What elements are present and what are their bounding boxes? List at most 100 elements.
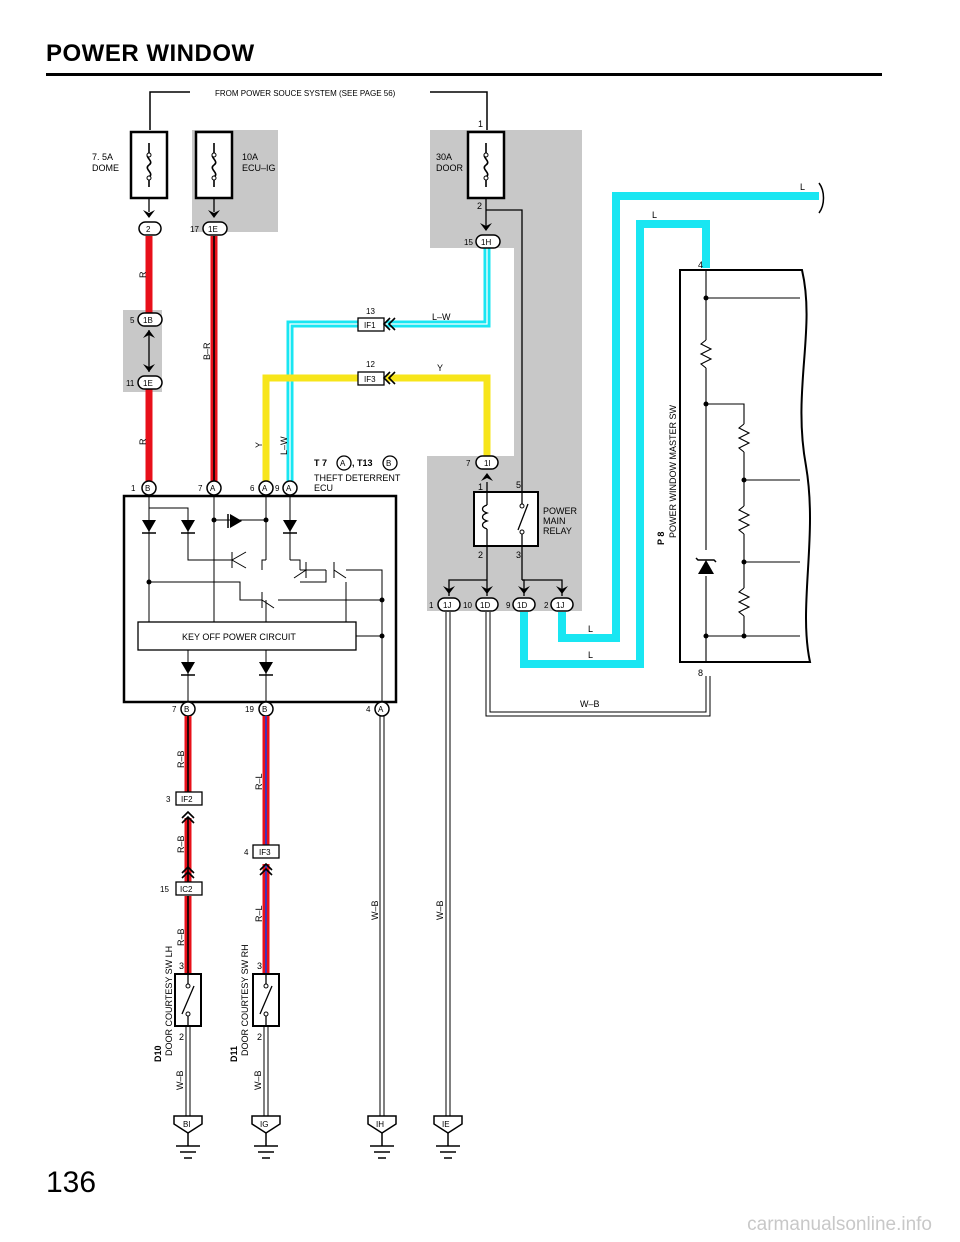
- ecu-pin-1b-num: 1: [131, 484, 136, 493]
- connector-if3-lower: [252, 844, 280, 876]
- door-fuse-pin-2: 2: [477, 201, 482, 211]
- connector-1d-left-pin: 10: [463, 601, 472, 610]
- source-note: FROM POWER SOUCE SYSTEM (SEE PAGE 56): [215, 89, 396, 98]
- connector-1i-label: 1I: [484, 459, 491, 468]
- ecu-conn-b: B: [386, 459, 391, 468]
- connector-ic2-pin: 15: [160, 885, 169, 894]
- ecu-code-b: , T13: [352, 458, 373, 468]
- courtesy-rh-code: D11: [229, 1046, 239, 1062]
- relay-pin-5: 5: [516, 480, 521, 490]
- fuse-dome: [129, 130, 169, 200]
- ecu-name-line1: THEFT DETERRENT: [314, 473, 401, 483]
- relay-pin-2: 2: [478, 550, 483, 560]
- ecu-conn-a: A: [340, 459, 346, 468]
- shade-door-right: [514, 248, 582, 458]
- master-sw-name: POWER WINDOW MASTER SW: [668, 405, 678, 538]
- wire-w-b-switches: [185, 1026, 269, 1116]
- connector-ic2: [175, 865, 203, 896]
- wire-label-r-b-1: R–B: [176, 750, 186, 768]
- ecu-conn-a-bubble: [336, 455, 352, 471]
- wire-label-r-b-2: R–B: [176, 835, 186, 853]
- connector-2-label: 2: [146, 225, 151, 234]
- connector-2: [138, 210, 162, 236]
- courtesy-rh-pin-3: 3: [257, 961, 262, 971]
- connector-1e-mid: [137, 364, 163, 390]
- connector-if2-label: IF2: [181, 795, 193, 804]
- master-sw-code: P 8: [656, 532, 666, 545]
- power-window-master-switch-box: [679, 269, 812, 663]
- connector-1e-mid-pin: 11: [126, 379, 135, 388]
- ecu-pin-4a-num: 4: [366, 705, 371, 714]
- wire-y: [262, 374, 491, 482]
- ecu-pin-7a-conn: A: [210, 484, 216, 493]
- master-sw-zener: [695, 557, 717, 574]
- connector-ic2-label: IC2: [180, 885, 193, 894]
- ecu-pin-9a-conn: A: [286, 484, 292, 493]
- wire-label-w-b-ie: W–B: [435, 900, 445, 920]
- courtesy-rh-pin-2: 2: [257, 1032, 262, 1042]
- ecu-name-line2: ECU: [314, 483, 333, 493]
- connector-1j-right-label: 1J: [556, 601, 564, 610]
- connector-1b-label: 1B: [143, 316, 153, 325]
- relay-contact-upper: [519, 503, 525, 509]
- connector-1h: [475, 223, 501, 249]
- ground-ig-label: IG: [260, 1120, 268, 1129]
- theft-deterrent-ecu-box: [122, 494, 398, 704]
- wire-label-r-b-3: R–B: [176, 928, 186, 946]
- ecu-pin-4a: [374, 701, 390, 717]
- key-off-power-circuit-label: KEY OFF POWER CIRCUIT: [182, 632, 296, 642]
- master-sw-pin-4: 4: [698, 260, 703, 270]
- wire-label-r-l-1: R–L: [254, 773, 264, 790]
- wire-label-w-b-ih: W–B: [370, 900, 380, 920]
- watermark: carmanualsonline.info: [747, 1214, 932, 1235]
- ecu-code-a: T 7: [314, 458, 327, 468]
- relay-label-1: POWER: [543, 506, 578, 516]
- fuse-door: [466, 130, 506, 200]
- ecu-pin-9a-num: 9: [275, 484, 280, 493]
- connector-1b-pin: 5: [130, 316, 135, 325]
- ground-ie: [433, 1115, 463, 1159]
- ecu-junction-dots: [146, 517, 385, 639]
- ground-ih: [367, 1115, 397, 1159]
- wire-break-symbol: [818, 182, 825, 214]
- wire-l-cyan: [520, 192, 819, 668]
- wire-label-r-lower: R: [138, 438, 148, 445]
- relay-contact-lower: [519, 529, 525, 535]
- connector-1d-left-label: 1D: [480, 601, 490, 610]
- wire-label-r-l-2: R–L: [254, 905, 264, 922]
- ecu-pin-19b-conn: B: [262, 705, 267, 714]
- fuse-door-name: DOOR: [436, 163, 464, 173]
- ground-ie-label: IE: [442, 1120, 450, 1129]
- connector-if2-pin: 3: [166, 795, 171, 804]
- ecu-pin-7b-conn: B: [184, 705, 189, 714]
- ecu-pin-1b-conn: B: [145, 484, 150, 493]
- ecu-pin-7a-num: 7: [198, 484, 203, 493]
- ecu-pin-6a-conn: A: [262, 484, 268, 493]
- connector-1j-left-pin: 1: [429, 601, 434, 610]
- connector-1d-right-pin: 9: [506, 601, 511, 610]
- ground-ig: [251, 1115, 281, 1159]
- wire-w-b-ie: [445, 612, 451, 1116]
- ecu-conn-b-bubble: [382, 455, 398, 471]
- connector-1b: [137, 312, 163, 338]
- relay-pin-1: 1: [478, 482, 483, 492]
- fuse-door-rating: 30A: [436, 152, 452, 162]
- connector-if1-pin: 13: [366, 307, 375, 316]
- connector-if1: [357, 317, 396, 332]
- connector-1d-right-label: 1D: [517, 601, 527, 610]
- wire-label-w-b-master: W–B: [580, 699, 600, 709]
- ecu-pin-19b-num: 19: [245, 705, 254, 714]
- relay-label-3: RELAY: [543, 526, 572, 536]
- connector-if3-upper-label: IF3: [364, 375, 376, 384]
- power-source-line: [149, 91, 488, 130]
- wire-label-r-upper: R: [138, 271, 148, 278]
- ground-bi: [173, 1115, 203, 1159]
- connector-1e-top-pin: 17: [190, 225, 199, 234]
- shade-door-fuse: [430, 130, 582, 248]
- connector-if3-upper: [357, 371, 396, 386]
- connector-if3-lower-pin: 4: [244, 848, 249, 857]
- page-title: POWER WINDOW: [46, 40, 255, 67]
- wire-label-w-b-rh: W–B: [253, 1070, 263, 1090]
- connector-1j-left-label: 1J: [443, 601, 451, 610]
- connector-1e-top-label: 1E: [208, 225, 218, 234]
